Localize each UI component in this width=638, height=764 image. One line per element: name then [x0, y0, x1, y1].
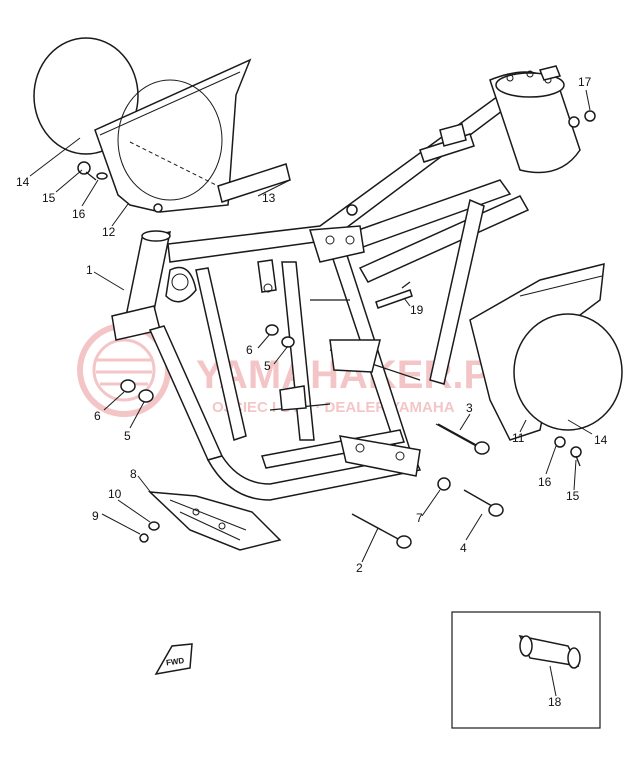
part-8-skid-plate: [147, 491, 282, 551]
watermark-tagline: OJCIEC I SYN · DEALER YAMAHA: [212, 399, 455, 416]
callout-7: 7: [416, 511, 423, 525]
part-3-bolt: [435, 423, 490, 455]
callout-2: 2: [356, 561, 363, 575]
number-plate-left: [94, 58, 252, 213]
part-6-collar-upper: [265, 324, 279, 336]
callout-10: 10: [108, 487, 122, 501]
callout-labels: 14 15 16 12 13 1 6 5 6 5 8 10 9 2 7 4 3 …: [16, 75, 608, 709]
part-6-collar-lower: [120, 379, 136, 393]
callout-13: 13: [262, 191, 276, 205]
callout-3: 3: [466, 401, 473, 415]
part-4-bolt: [463, 489, 504, 517]
callout-19: 19: [410, 303, 424, 317]
callout-6-lower: 6: [94, 409, 101, 423]
part-5-washer-lower: [138, 389, 154, 403]
callout-4: 4: [460, 541, 467, 555]
callout-8: 8: [130, 467, 137, 481]
part-10-collar: [148, 521, 160, 531]
callout-5-upper: 5: [264, 359, 271, 373]
callout-15-right: 15: [566, 489, 580, 503]
fwd-arrow-tag: FWD: [154, 643, 193, 676]
callout-18: 18: [548, 695, 562, 709]
part-19-clip: [375, 281, 413, 309]
callout-16-right: 16: [538, 475, 552, 489]
fwd-tag-label: FWD: [165, 656, 185, 667]
callout-11: 11: [512, 431, 525, 445]
part-16-washer-right: [554, 436, 566, 448]
callout-6-upper: 6: [246, 343, 253, 357]
callout-16-left: 16: [72, 207, 86, 221]
leader-lines: [29, 89, 593, 697]
part-15-screw-right: [570, 446, 582, 467]
part-17-bolt: [584, 110, 596, 122]
callout-15-left: 15: [42, 191, 56, 205]
part-5-washer-upper: [281, 336, 295, 348]
detail-inset-box: [451, 611, 601, 729]
plate-mount-hole: [153, 203, 163, 213]
callout-17: 17: [578, 75, 592, 89]
callout-12: 12: [102, 225, 116, 239]
part-9-bolt: [139, 533, 149, 543]
callout-14-right: 14: [594, 433, 608, 447]
part-18-grommet: [518, 634, 581, 669]
side-cover-right-oval: [513, 313, 623, 431]
callout-5-lower: 5: [124, 429, 131, 443]
callout-14-left: 14: [16, 175, 30, 189]
callout-9: 9: [92, 509, 99, 523]
part-7-washer: [437, 477, 451, 491]
part-2-bolt: [351, 513, 412, 549]
main-frame: [111, 65, 581, 501]
part-16-washer-left: [96, 172, 108, 180]
callout-1: 1: [86, 263, 93, 277]
